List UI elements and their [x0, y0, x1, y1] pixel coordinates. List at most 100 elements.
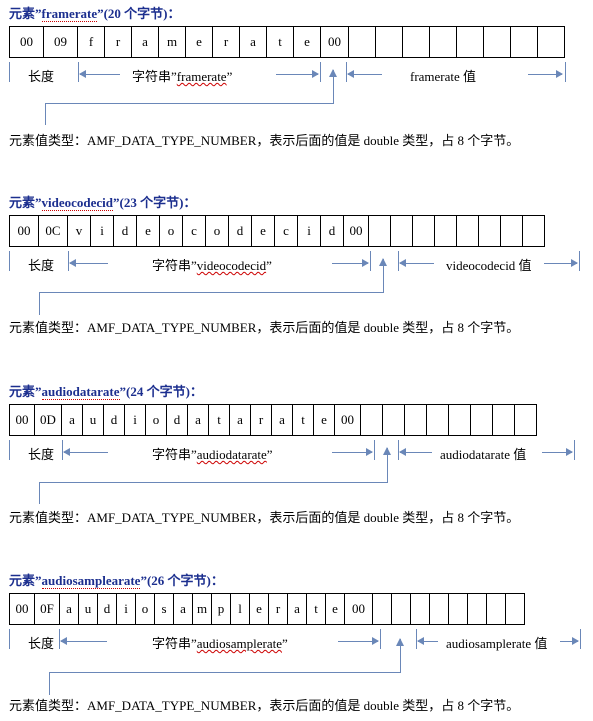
- byte-cell: e: [137, 215, 160, 247]
- byte-cell: [479, 215, 501, 247]
- byte-cell: a: [188, 404, 209, 436]
- byte-table: 00 0C v i d e o c o d e c i d 00: [9, 215, 545, 247]
- byte-cell: 00: [344, 215, 369, 247]
- byte-cell: e: [294, 26, 321, 58]
- byte-cell: [361, 404, 383, 436]
- byte-cell: a: [230, 404, 251, 436]
- byte-cell: 00: [10, 215, 39, 247]
- byte-cell: o: [136, 593, 155, 625]
- divider-tick: [62, 440, 63, 460]
- byte-cell: e: [250, 593, 269, 625]
- byte-cell: l: [231, 593, 250, 625]
- byte-cell: [430, 593, 449, 625]
- byte-cell: f: [78, 26, 105, 58]
- string-label: 字符串”framerate”: [132, 66, 233, 85]
- byte-cell: [538, 26, 565, 58]
- divider-tick: [579, 251, 580, 271]
- byte-cell: u: [79, 593, 98, 625]
- byte-cell: [373, 593, 392, 625]
- byte-cell: [493, 404, 515, 436]
- left-arrow-icon: [60, 637, 107, 645]
- left-arrow-icon: [63, 448, 108, 456]
- right-arrow-icon: [528, 70, 563, 78]
- byte-cell: a: [60, 593, 79, 625]
- section-heading: 元素”framerate”(20 个字节)：: [9, 6, 181, 22]
- connector-line: [39, 292, 384, 293]
- byte-cell: a: [272, 404, 293, 436]
- left-arrow-icon: [347, 70, 382, 78]
- right-arrow-icon: [560, 637, 579, 645]
- length-label: 长度: [28, 66, 55, 85]
- byte-cell: e: [252, 215, 275, 247]
- divider-tick: [68, 251, 69, 271]
- up-arrow-icon: [383, 447, 391, 482]
- divider-tick: [320, 62, 321, 82]
- byte-cell: t: [307, 593, 326, 625]
- field-annotation: 长度 字符串”audiosamplerate” audiosamplerate …: [0, 629, 593, 655]
- divider-tick: [9, 62, 10, 82]
- value-label: framerate 值: [410, 66, 477, 85]
- right-arrow-icon: [332, 448, 373, 456]
- value-type-description: 元素值类型：AMF_DATA_TYPE_NUMBER，表示后面的值是 doubl…: [9, 320, 520, 335]
- divider-tick: [374, 440, 375, 460]
- byte-cell: c: [275, 215, 298, 247]
- connector-line: [39, 482, 388, 483]
- byte-cell: 00: [321, 26, 349, 58]
- divider-tick: [565, 62, 566, 82]
- divider-tick: [9, 440, 10, 460]
- divider-tick: [398, 251, 399, 271]
- byte-cell: u: [83, 404, 104, 436]
- byte-cell: r: [105, 26, 132, 58]
- byte-cell: [349, 26, 376, 58]
- byte-cell: [487, 593, 506, 625]
- byte-cell: [413, 215, 435, 247]
- value-type-description: 元素值类型：AMF_DATA_TYPE_NUMBER，表示后面的值是 doubl…: [9, 133, 520, 148]
- length-label: 长度: [28, 255, 55, 274]
- connector-line: [39, 292, 40, 315]
- value-label: videocodecid 值: [446, 255, 532, 274]
- byte-cell: i: [117, 593, 136, 625]
- byte-table: 00 09 f r a m e r a t e 00: [9, 26, 565, 58]
- left-arrow-icon: [69, 259, 108, 267]
- byte-cell: 0F: [35, 593, 60, 625]
- byte-cell: d: [98, 593, 117, 625]
- right-arrow-icon: [544, 259, 578, 267]
- divider-tick: [9, 251, 10, 271]
- byte-cell: [435, 215, 457, 247]
- divider-tick: [346, 62, 347, 82]
- byte-cell: a: [240, 26, 267, 58]
- byte-cell: o: [160, 215, 183, 247]
- byte-cell: s: [155, 593, 174, 625]
- left-arrow-icon: [399, 448, 432, 456]
- byte-cell: 0C: [39, 215, 68, 247]
- byte-cell: [468, 593, 487, 625]
- right-arrow-icon: [276, 70, 319, 78]
- byte-cell: [369, 215, 391, 247]
- connector-line: [45, 103, 334, 104]
- byte-cell: [501, 215, 523, 247]
- string-label: 字符串”audiosamplerate”: [152, 633, 288, 652]
- section-heading: 元素”audiosamplearate”(26 个字节)：: [9, 573, 224, 589]
- byte-cell: [506, 593, 525, 625]
- byte-cell: [484, 26, 511, 58]
- byte-cell: d: [167, 404, 188, 436]
- byte-cell: [457, 215, 479, 247]
- byte-cell: d: [104, 404, 125, 436]
- left-arrow-icon: [399, 259, 434, 267]
- byte-cell: m: [193, 593, 212, 625]
- divider-tick: [59, 629, 60, 649]
- byte-cell: [403, 26, 430, 58]
- byte-cell: [471, 404, 493, 436]
- byte-cell: o: [146, 404, 167, 436]
- section-heading: 元素”videocodecid”(23 个字节)：: [9, 195, 197, 211]
- byte-cell: [383, 404, 405, 436]
- byte-cell: [511, 26, 538, 58]
- byte-cell: a: [288, 593, 307, 625]
- byte-cell: [391, 215, 413, 247]
- byte-cell: 00: [335, 404, 361, 436]
- byte-cell: [457, 26, 484, 58]
- byte-cell: r: [269, 593, 288, 625]
- byte-cell: r: [251, 404, 272, 436]
- up-arrow-icon: [329, 69, 337, 103]
- byte-cell: [430, 26, 457, 58]
